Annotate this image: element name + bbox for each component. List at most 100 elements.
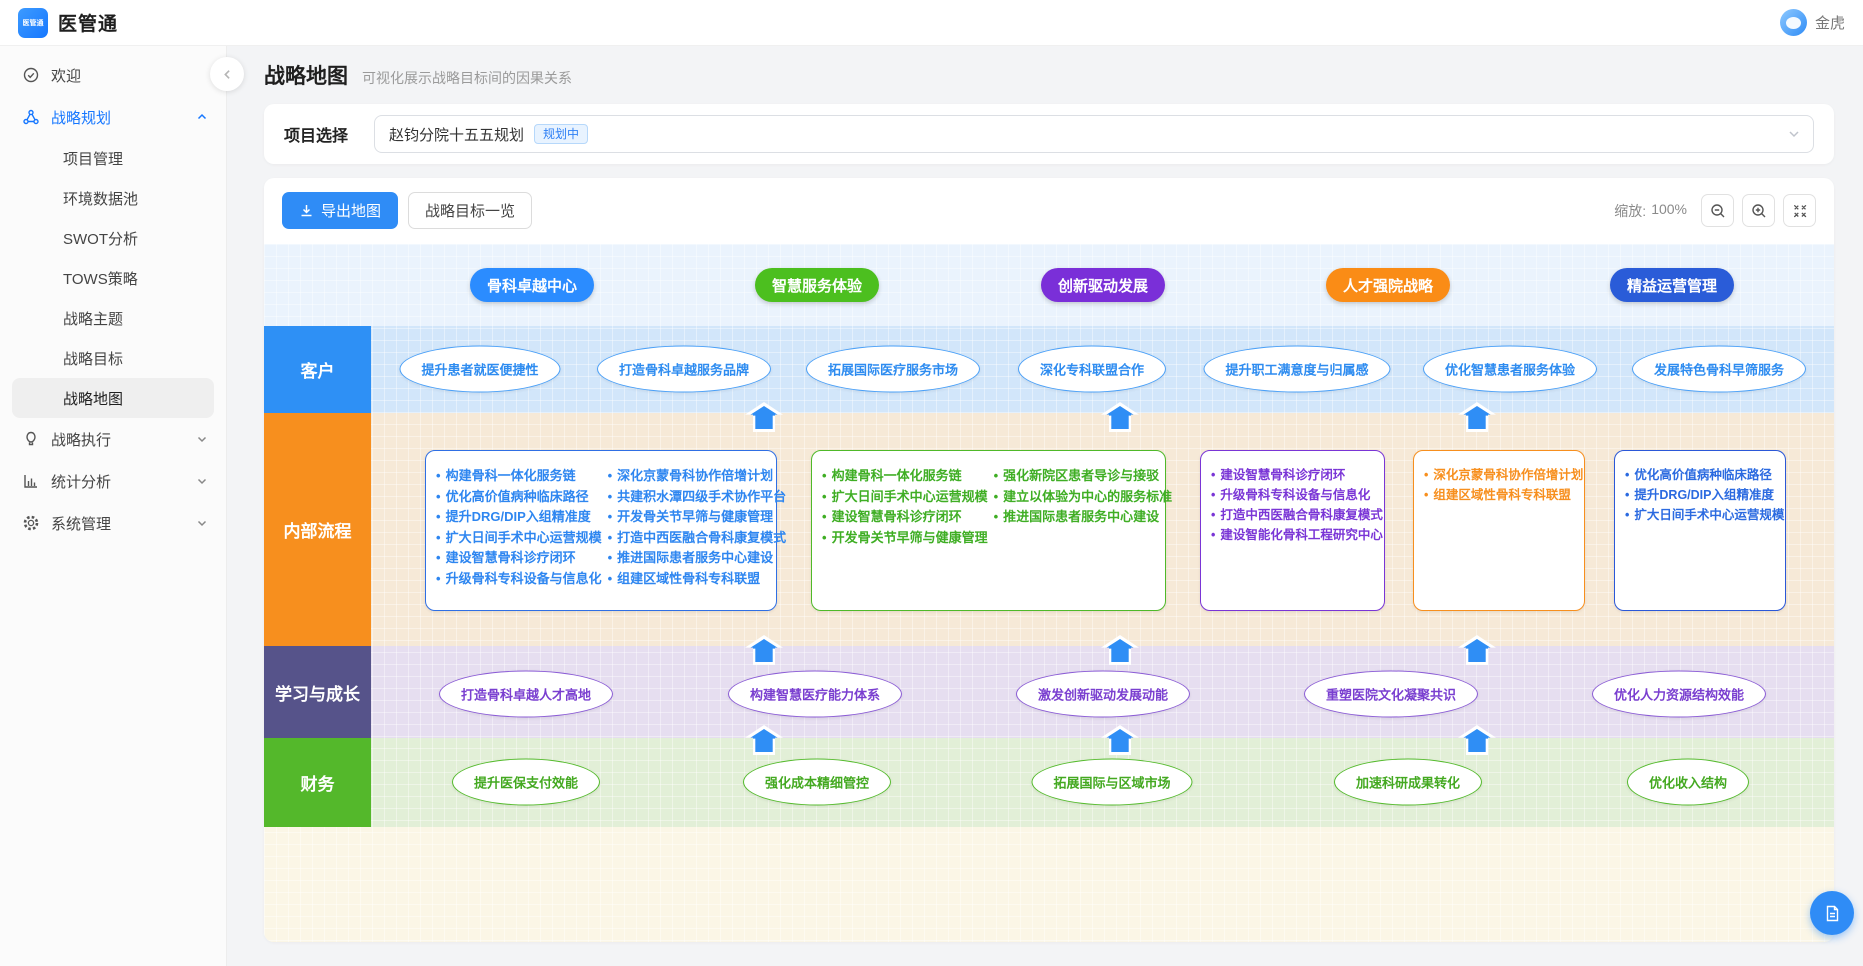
customer-node[interactable]: 提升职工满意度与归属感 <box>1203 345 1391 393</box>
sidebar: 欢迎 战略规划 项目管理 环境数据池 SWOT分析 TOWS策略 战略主题 战略… <box>0 46 227 966</box>
customer-node[interactable]: 深化专科联盟合作 <box>1017 345 1167 393</box>
sidebar-item-project-management[interactable]: 项目管理 <box>63 150 124 168</box>
pillar-talent-strategy[interactable]: 人才强院战略 <box>1325 268 1451 302</box>
learning-node[interactable]: 重塑医院文化凝聚共识 <box>1303 670 1479 718</box>
finance-node[interactable]: 强化成本精细管控 <box>742 758 892 806</box>
pillar-lean-operations[interactable]: 精益运营管理 <box>1609 268 1735 302</box>
zoom-in-button[interactable] <box>1742 194 1775 227</box>
process-box[interactable]: 建设智慧骨科诊疗闭环 升级骨科专科设备与信息化 打造中西医融合骨科康复模式 建设… <box>1200 450 1385 611</box>
process-item: 组建区域性骨科专科联盟 <box>608 570 787 588</box>
strategy-map-canvas: 客户 内部流程 学习与成长 财务 骨科卓越中心 智慧服务体验 创新驱 <box>264 244 1834 942</box>
sidebar-item-strategy-theme[interactable]: 战略主题 <box>63 310 124 328</box>
gear-icon <box>22 515 39 532</box>
zoom-label: 缩放: <box>1614 202 1647 219</box>
chevron-up-icon <box>196 111 208 123</box>
zoom-out-button[interactable] <box>1701 194 1734 227</box>
sidebar-item-label: 战略执行 <box>51 431 112 449</box>
project-status-badge: 规划中 <box>534 123 589 145</box>
learning-node[interactable]: 打造骨科卓越人才高地 <box>438 670 614 718</box>
sidebar-item-label: 战略规划 <box>51 109 112 127</box>
app-header: 医管通 医管通 金虎 <box>0 0 1863 46</box>
process-item: 建设智慧骨科诊疗闭环 <box>1211 467 1383 484</box>
page-title: 战略地图 <box>264 65 348 88</box>
process-item: 推进国际患者服务中心建设 <box>994 508 1173 526</box>
process-item: 建设智慧骨科诊疗闭环 <box>436 549 602 567</box>
process-item: 共建积水潭四级手术协作平台 <box>608 488 786 506</box>
document-icon <box>1823 904 1842 923</box>
main-content: 战略地图 可视化展示战略目标间的因果关系 项目选择 赵钧分院十五五规划 规划中 <box>227 46 1863 966</box>
page-subtitle: 可视化展示战略目标间的因果关系 <box>362 70 572 86</box>
process-item: 组建区域性骨科专科联盟 <box>1424 487 1583 504</box>
process-item: 强化新院区患者导诊与接驳 <box>994 467 1173 485</box>
document-fab-button[interactable] <box>1810 891 1854 935</box>
app-logo: 医管通 <box>18 7 48 38</box>
download-icon <box>299 203 314 218</box>
customer-node[interactable]: 发展特色骨科早筛服务 <box>1631 345 1807 393</box>
sidebar-item-strategy-execution[interactable]: 战略执行 <box>0 418 226 460</box>
fullscreen-icon <box>1792 203 1808 219</box>
customer-node[interactable]: 打造骨科卓越服务品牌 <box>596 345 772 393</box>
customer-node[interactable]: 优化智慧患者服务体验 <box>1422 345 1598 393</box>
pillar-innovation-driven[interactable]: 创新驱动发展 <box>1040 268 1166 302</box>
export-map-label: 导出地图 <box>321 203 382 220</box>
sidebar-item-label: 欢迎 <box>51 67 82 85</box>
sidebar-item-system-management[interactable]: 系统管理 <box>0 502 226 544</box>
export-map-button[interactable]: 导出地图 <box>282 192 399 229</box>
user-avatar[interactable] <box>1779 9 1807 36</box>
process-item: 扩大日间手术中心运营规模 <box>822 488 988 506</box>
pillar-smart-service[interactable]: 智慧服务体验 <box>754 268 880 302</box>
learning-node[interactable]: 优化人力资源结构效能 <box>1591 670 1767 718</box>
process-item: 打造中西医融合骨科康复模式 <box>608 529 786 547</box>
chevron-down-icon <box>196 475 208 487</box>
sidebar-item-tows-strategy[interactable]: TOWS策略 <box>63 270 138 288</box>
sidebar-collapse-handle[interactable] <box>210 57 244 91</box>
finance-node[interactable]: 加速科研成果转化 <box>1333 758 1483 806</box>
chevron-down-icon <box>196 517 208 529</box>
process-item: 深化京蒙骨科协作倍增计划 <box>1424 467 1583 484</box>
pillar-orthopedic-excellence[interactable]: 骨科卓越中心 <box>469 268 595 302</box>
customer-node[interactable]: 提升患者就医便捷性 <box>399 345 561 393</box>
process-item: 优化高价值病种临床路径 <box>436 488 602 506</box>
sidebar-item-label: 系统管理 <box>51 515 112 533</box>
zoom-value: 100% <box>1651 200 1687 217</box>
learning-node[interactable]: 构建智慧医疗能力体系 <box>727 670 903 718</box>
planning-icon <box>22 109 39 126</box>
row-label-customer: 客户 <box>264 326 371 413</box>
learning-node[interactable]: 激发创新驱动发展动能 <box>1015 670 1191 718</box>
user-name[interactable]: 金虎 <box>1814 15 1845 32</box>
process-box[interactable]: 构建骨科一体化服务链 优化高价值病种临床路径 提升DRG/DIP入组精准度 扩大… <box>425 450 786 611</box>
sidebar-item-welcome[interactable]: 欢迎 <box>0 54 226 96</box>
zoom-out-icon <box>1710 203 1726 219</box>
finance-node[interactable]: 提升医保支付效能 <box>451 758 601 806</box>
process-item: 提升DRG/DIP入组精准度 <box>436 508 602 526</box>
project-select[interactable]: 赵钧分院十五五规划 规划中 <box>374 115 1814 153</box>
process-item: 建设智能化骨科工程研究中心 <box>1211 527 1383 544</box>
sidebar-item-strategy-goal[interactable]: 战略目标 <box>63 350 124 368</box>
process-item: 建设智慧骨科诊疗闭环 <box>822 508 988 526</box>
sidebar-item-strategic-planning[interactable]: 战略规划 <box>0 96 226 138</box>
process-box[interactable]: 优化高价值病种临床路径 提升DRG/DIP入组精准度 扩大日间手术中心运营规模 <box>1614 450 1786 611</box>
row-label-process: 内部流程 <box>264 413 371 646</box>
finance-node[interactable]: 拓展国际与区域市场 <box>1031 758 1193 806</box>
welcome-icon <box>22 67 39 84</box>
chevron-down-icon <box>1787 127 1801 141</box>
execution-icon <box>22 431 39 448</box>
goals-overview-label: 战略目标一览 <box>425 203 516 220</box>
project-select-value: 赵钧分院十五五规划 <box>389 126 525 144</box>
sidebar-item-swot-analysis[interactable]: SWOT分析 <box>63 230 138 248</box>
process-item: 打造中西医融合骨科康复模式 <box>1211 507 1383 524</box>
process-box[interactable]: 深化京蒙骨科协作倍增计划 组建区域性骨科专科联盟 <box>1413 450 1585 611</box>
process-item: 深化京蒙骨科协作倍增计划 <box>608 467 787 485</box>
sidebar-item-statistics[interactable]: 统计分析 <box>0 460 226 502</box>
customer-node[interactable]: 拓展国际医疗服务市场 <box>805 345 981 393</box>
sidebar-item-strategy-map[interactable]: 战略地图 <box>12 378 214 418</box>
process-item: 扩大日间手术中心运营规模 <box>436 529 602 547</box>
process-item: 构建骨科一体化服务链 <box>436 467 602 485</box>
fullscreen-button[interactable] <box>1783 194 1816 227</box>
goals-overview-button[interactable]: 战略目标一览 <box>408 192 533 229</box>
sidebar-item-env-data-pool[interactable]: 环境数据池 <box>63 190 139 208</box>
process-box[interactable]: 构建骨科一体化服务链 扩大日间手术中心运营规模 建设智慧骨科诊疗闭环 开发骨关节… <box>811 450 1172 611</box>
chevron-left-icon <box>221 68 234 81</box>
finance-node[interactable]: 优化收入结构 <box>1626 758 1750 806</box>
process-item: 开发骨关节早筛与健康管理 <box>822 529 988 547</box>
